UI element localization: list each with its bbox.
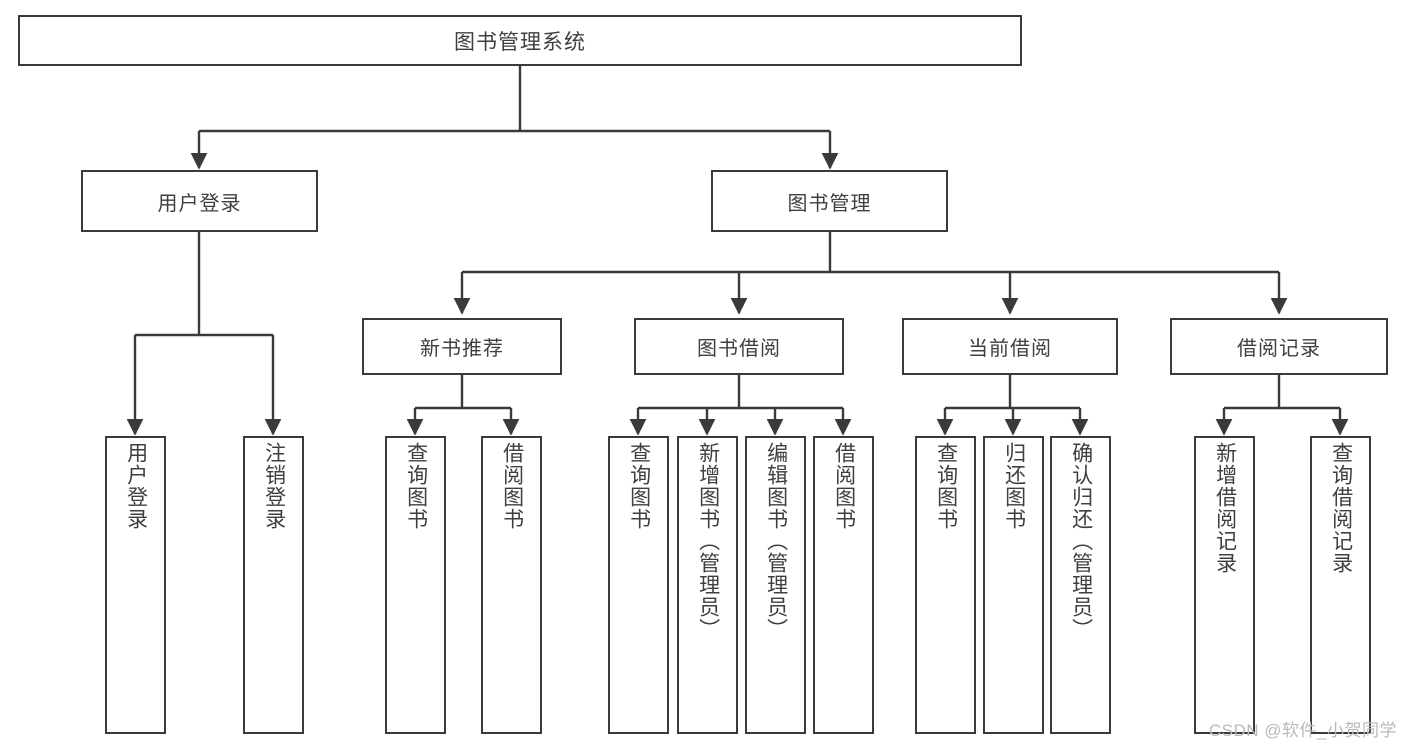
leaf-borrow-record-1[interactable]: 查询借阅记录 (1310, 436, 1371, 734)
node-book-borrow-label: 图书借阅 (697, 338, 781, 360)
leaf-label: 归还图书 (1002, 442, 1026, 530)
node-current-borrow[interactable]: 当前借阅 (902, 318, 1118, 375)
node-root[interactable]: 图书管理系统 (18, 15, 1022, 66)
leaf-user-login-1[interactable]: 注销登录 (243, 436, 304, 734)
leaf-borrow-record-0[interactable]: 新增借阅记录 (1194, 436, 1255, 734)
leaf-label: 查询借阅记录 (1329, 442, 1353, 574)
leaf-book-borrow-3[interactable]: 借阅图书 (813, 436, 874, 734)
leaf-label: 注销登录 (262, 442, 286, 530)
leaf-current-borrow-2[interactable]: 确认归还（管理员） (1050, 436, 1111, 734)
node-user-login[interactable]: 用户登录 (81, 170, 318, 232)
leaf-user-login-0[interactable]: 用户登录 (105, 436, 166, 734)
node-root-label: 图书管理系统 (454, 30, 586, 54)
leaf-book-borrow-0[interactable]: 查询图书 (608, 436, 669, 734)
leaf-new-book-recommend-0[interactable]: 查询图书 (385, 436, 446, 734)
node-borrow-record[interactable]: 借阅记录 (1170, 318, 1388, 375)
leaf-label: 借阅图书 (500, 442, 524, 530)
leaf-current-borrow-1[interactable]: 归还图书 (983, 436, 1044, 734)
node-new-book-recommend[interactable]: 新书推荐 (362, 318, 562, 375)
node-borrow-record-label: 借阅记录 (1237, 338, 1321, 360)
leaf-label: 查询图书 (404, 442, 428, 530)
leaf-label: 查询图书 (934, 442, 958, 530)
leaf-label: 用户登录 (124, 442, 148, 530)
leaf-label: 确认归还（管理员） (1069, 442, 1093, 640)
leaf-new-book-recommend-1[interactable]: 借阅图书 (481, 436, 542, 734)
leaf-label: 借阅图书 (832, 442, 856, 530)
node-book-manage-label: 图书管理 (787, 192, 872, 215)
leaf-book-borrow-2[interactable]: 编辑图书（管理员） (745, 436, 806, 734)
leaf-label: 新增图书（管理员） (696, 442, 720, 640)
node-book-manage[interactable]: 图书管理 (711, 170, 948, 232)
leaf-label: 编辑图书（管理员） (764, 442, 788, 640)
leaf-label: 新增借阅记录 (1213, 442, 1237, 574)
leaf-current-borrow-0[interactable]: 查询图书 (915, 436, 976, 734)
node-new-book-recommend-label: 新书推荐 (420, 338, 504, 360)
watermark-text: CSDN @软件_小贺同学 (1208, 721, 1397, 740)
leaf-label: 查询图书 (627, 442, 651, 530)
node-user-login-label: 用户登录 (157, 192, 242, 215)
node-book-borrow[interactable]: 图书借阅 (634, 318, 844, 375)
leaf-book-borrow-1[interactable]: 新增图书（管理员） (677, 436, 738, 734)
node-current-borrow-label: 当前借阅 (968, 338, 1052, 360)
